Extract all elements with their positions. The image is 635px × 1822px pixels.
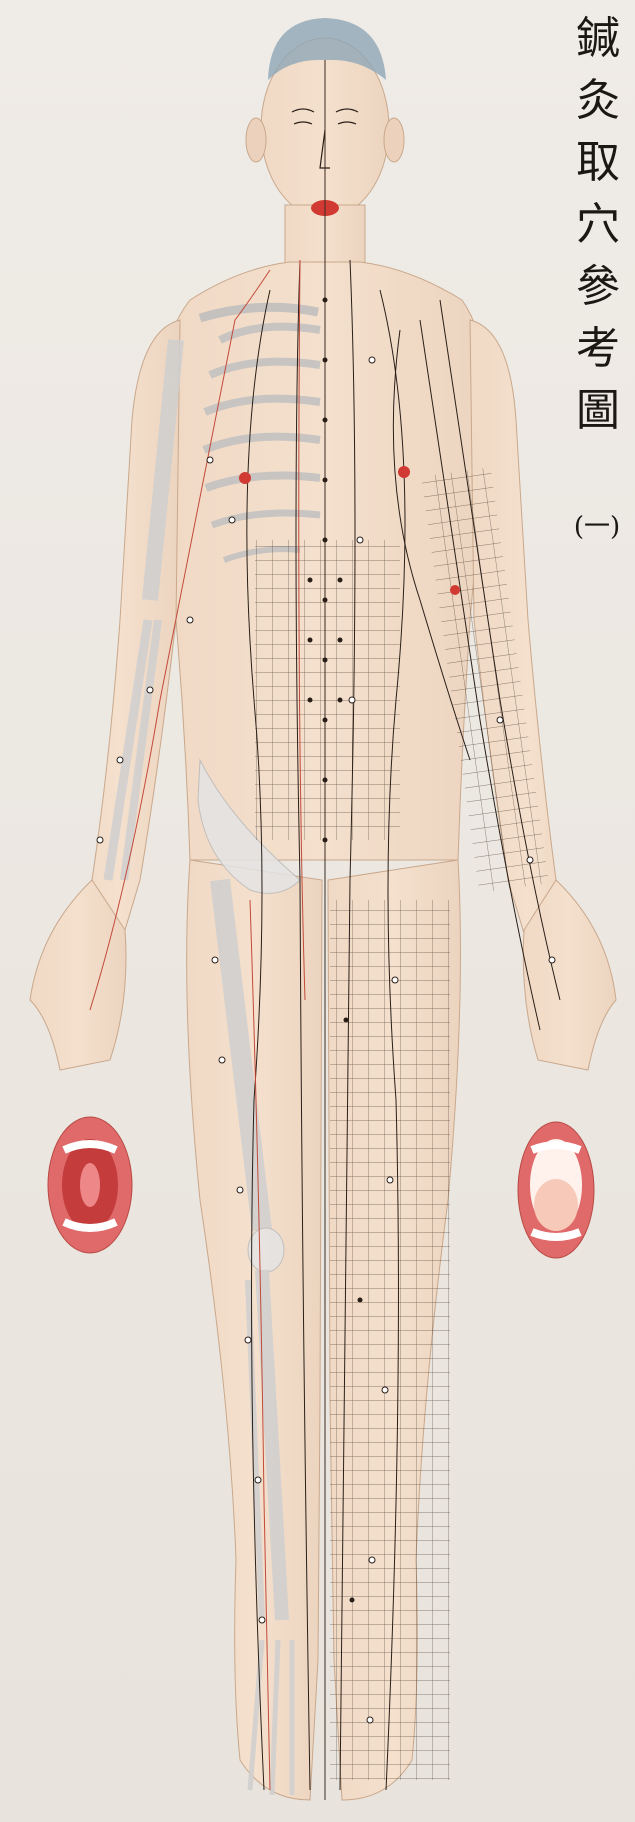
title-char: 考 <box>568 318 628 380</box>
title-char: 灸 <box>568 70 628 132</box>
chart-title-vertical: 鍼 灸 取 穴 參 考 圖 <box>568 8 628 442</box>
body-silhouette <box>30 38 616 1800</box>
title-char: 取 <box>568 132 628 194</box>
title-char: 參 <box>568 256 628 318</box>
mouth-open-right-icon <box>518 1122 594 1258</box>
plate-number: (一) <box>562 506 632 543</box>
title-char: 鍼 <box>568 8 628 70</box>
title-char: 圖 <box>568 380 628 442</box>
title-char: 穴 <box>568 194 628 256</box>
mouth-open-left-icon <box>48 1117 132 1253</box>
